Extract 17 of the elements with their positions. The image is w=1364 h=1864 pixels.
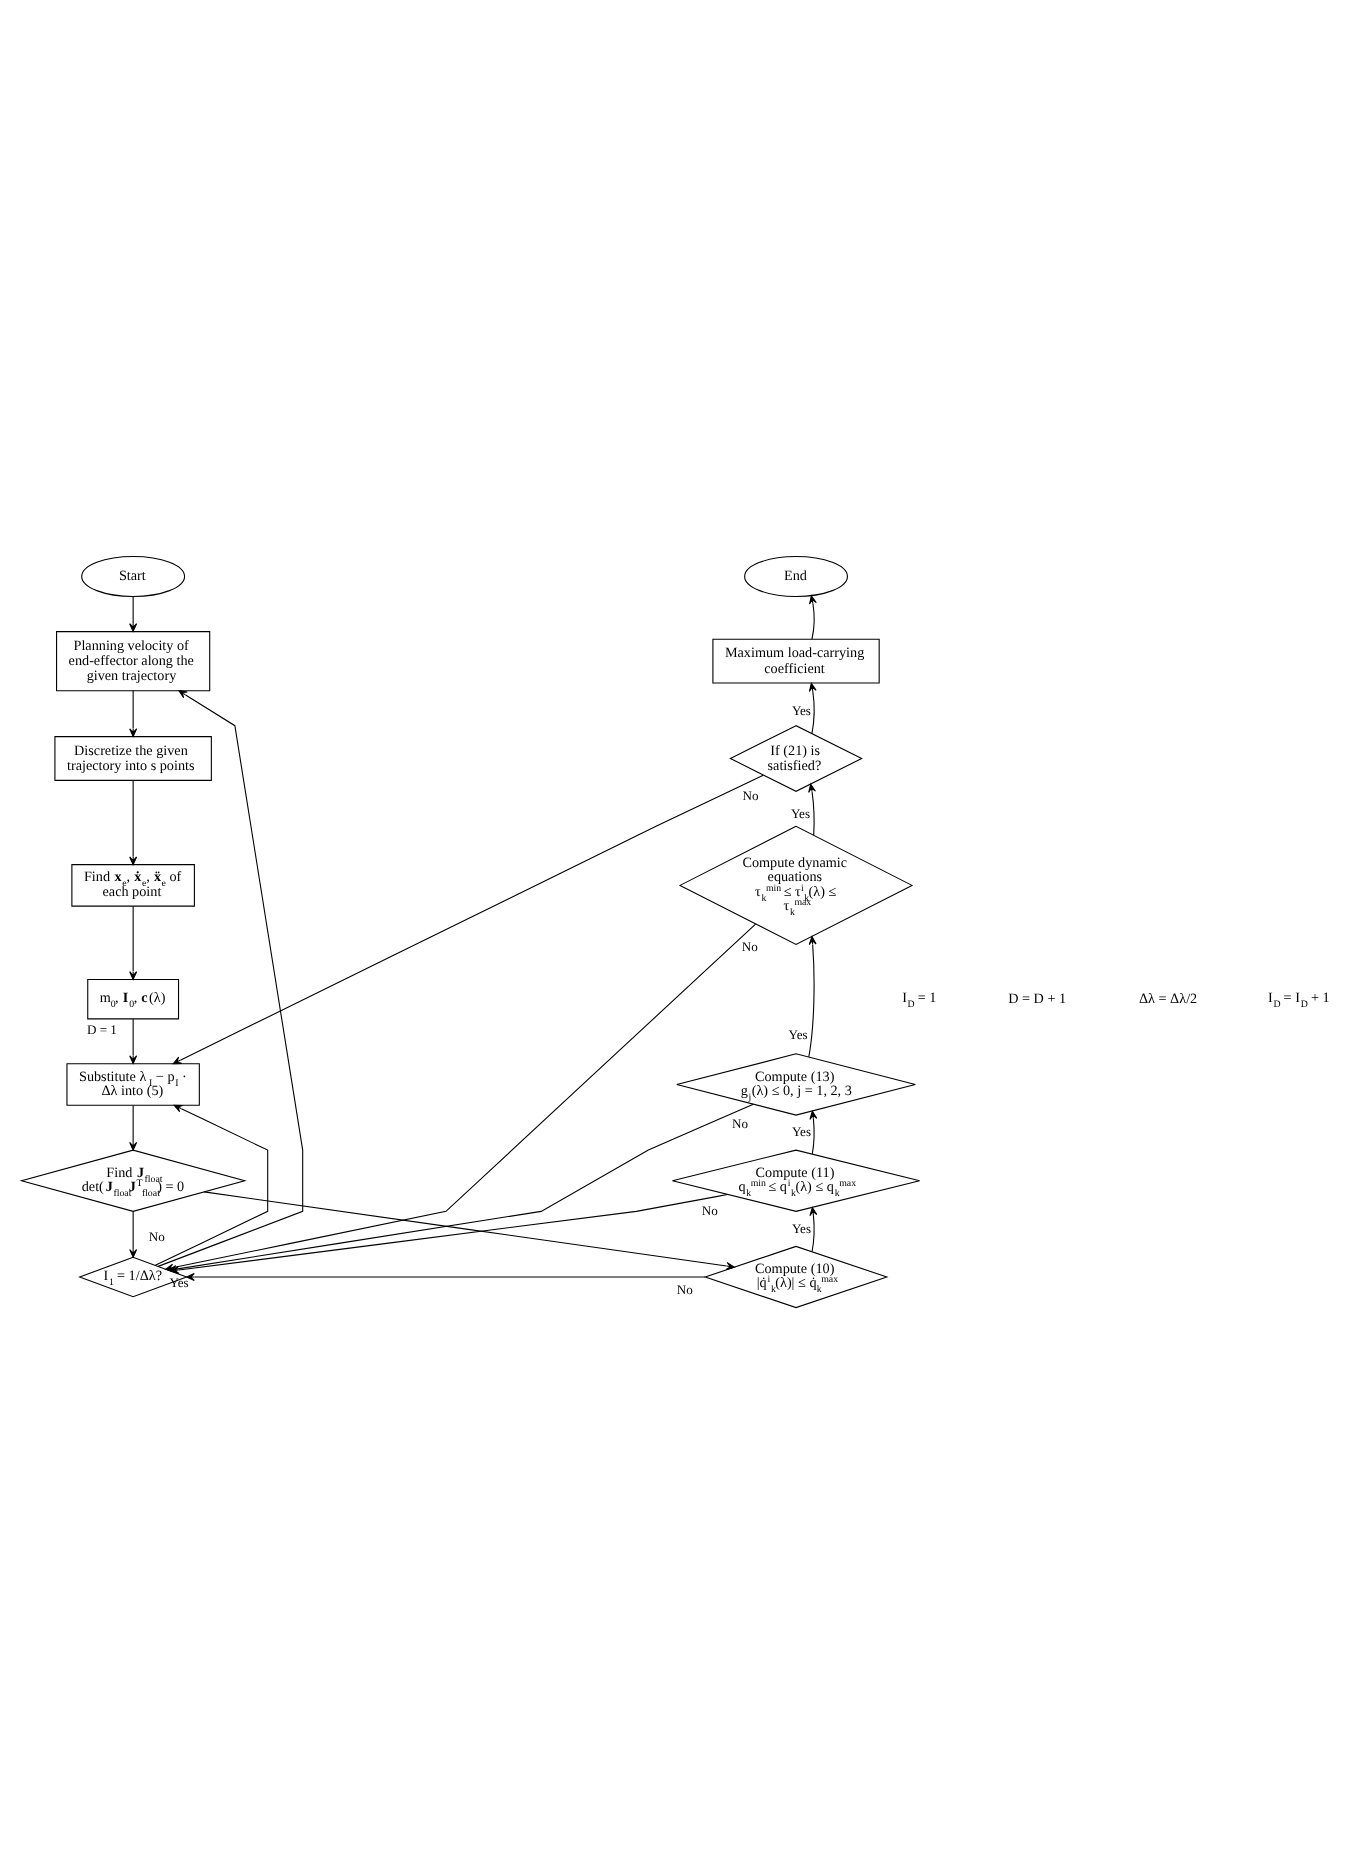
- arrow: [809, 595, 817, 640]
- arrow: [186, 1273, 706, 1281]
- arrow: [129, 690, 138, 737]
- arrow: [129, 1104, 138, 1151]
- arrow: [129, 1018, 138, 1064]
- arrow: [129, 1211, 138, 1258]
- arrow: [808, 682, 817, 734]
- arrow: [157, 690, 304, 1267]
- arrow: [129, 779, 138, 866]
- arrow: [808, 936, 817, 1058]
- arrow: [129, 596, 138, 632]
- arrow: [154, 1104, 269, 1266]
- arrow: [808, 783, 816, 836]
- arrow: [172, 774, 764, 1065]
- arrow: [809, 1207, 818, 1253]
- arrow: [129, 905, 138, 980]
- arrow: [809, 1110, 818, 1155]
